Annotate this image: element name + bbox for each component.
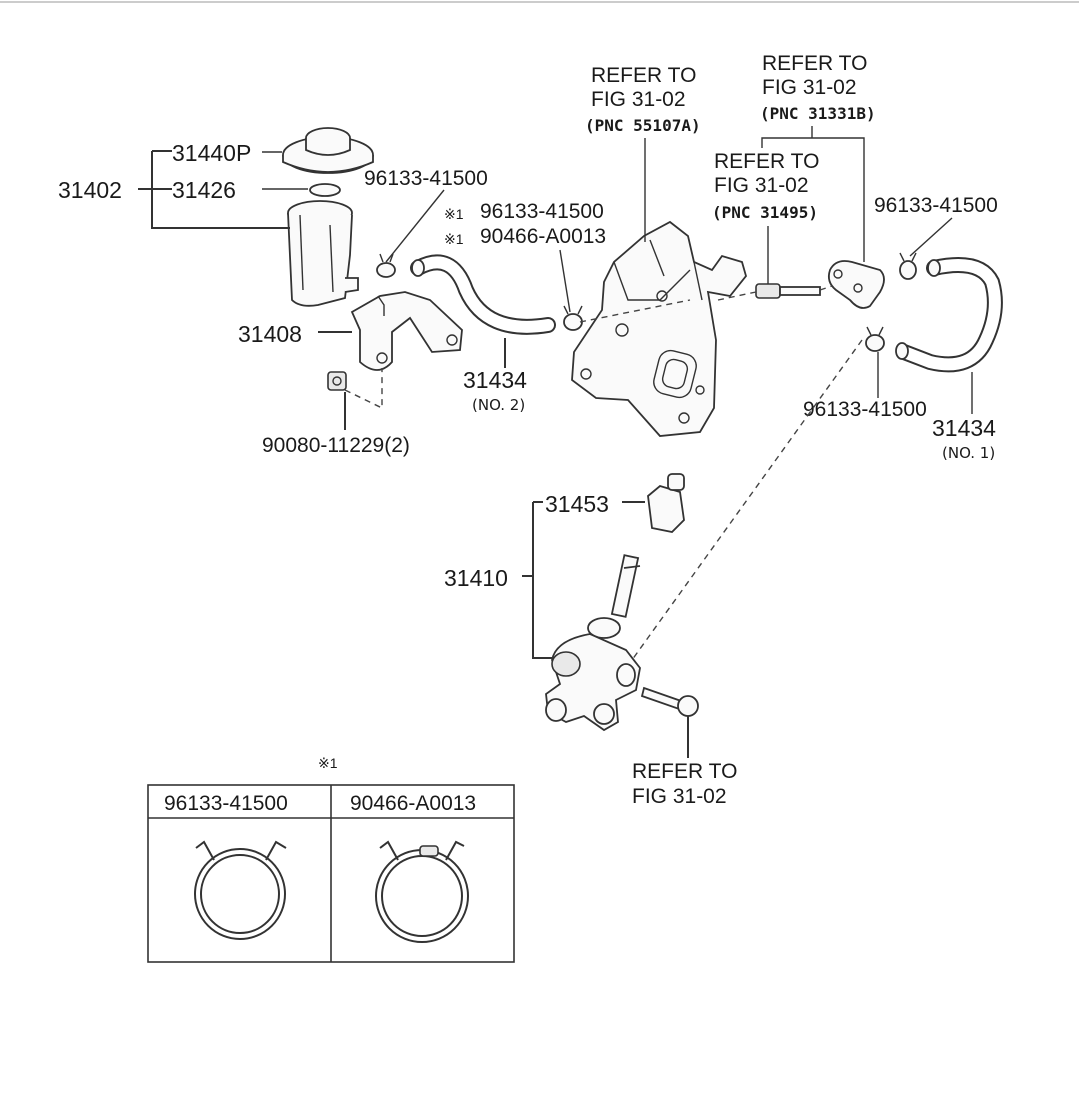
legend-table — [147, 784, 515, 963]
bracket-31408 — [350, 291, 463, 371]
legend-col2: 90466-A0013 — [350, 792, 476, 815]
bolt-cylinder — [640, 686, 699, 717]
label-clip-right-top: 96133-41500 — [874, 194, 998, 217]
reservoir-cap — [282, 127, 374, 174]
legend-mark: ※1 — [318, 755, 338, 771]
clip-right-lower — [865, 326, 885, 352]
ref-a-pnc: (PNC 55107A) — [585, 116, 701, 135]
ref-d-line2: FIG 31-02 — [632, 785, 727, 808]
label-hose-no2-sub: (NO. 2) — [472, 396, 525, 414]
pedal-bracket — [571, 220, 747, 437]
label-hose-no2: 31434 — [463, 367, 527, 393]
label-90080: 90080-11229(2) — [262, 434, 410, 457]
ref-c-line2: FIG 31-02 — [714, 174, 809, 197]
legend-col1: 96133-41500 — [164, 792, 288, 815]
ref-c-pnc: (PNC 31495) — [712, 203, 818, 222]
hose-31434-no1 — [895, 257, 1003, 373]
clip-left-upper — [376, 253, 396, 278]
reservoir-strainer — [309, 183, 341, 197]
ref-b-line1: REFER TO — [762, 52, 867, 75]
ref-a-line2: FIG 31-02 — [591, 88, 686, 111]
bolt-90080 — [327, 371, 347, 391]
clip-icon-96133 — [194, 840, 287, 940]
label-clip-top: 96133-41500 — [364, 167, 488, 190]
label-clip-note-1: 96133-41500 — [480, 200, 604, 223]
ref-b-pnc: (PNC 31331B) — [760, 104, 876, 123]
clevis — [827, 260, 885, 309]
ref-a-line1: REFER TO — [591, 64, 696, 87]
label-31402: 31402 — [58, 177, 122, 203]
label-31408: 31408 — [238, 321, 302, 347]
label-31426: 31426 — [172, 177, 236, 203]
master-cylinder-31410 — [545, 554, 641, 732]
ref-c-line1: REFER TO — [714, 150, 819, 173]
hose-31434-no2 — [410, 254, 556, 335]
label-clip-right-mid: 96133-41500 — [803, 398, 927, 421]
label-hose-no1: 31434 — [932, 415, 996, 441]
ref-d-line1: REFER TO — [632, 760, 737, 783]
reservoir-inlet-31453 — [647, 473, 685, 533]
clip-mid — [563, 305, 583, 331]
label-31440p: 31440P — [172, 140, 251, 166]
clip-right-upper — [899, 252, 917, 280]
label-31453: 31453 — [545, 491, 609, 517]
label-hose-no1-sub: (NO. 1) — [942, 444, 995, 462]
note-mark-2: ※1 — [444, 231, 464, 247]
label-31410: 31410 — [444, 565, 508, 591]
ref-b-line2: FIG 31-02 — [762, 76, 857, 99]
clip-icon-90466 — [375, 840, 469, 943]
note-mark-1: ※1 — [444, 206, 464, 222]
push-rod — [755, 283, 821, 299]
label-clip-note-2: 90466-A0013 — [480, 225, 606, 248]
reservoir-tank — [287, 200, 359, 307]
